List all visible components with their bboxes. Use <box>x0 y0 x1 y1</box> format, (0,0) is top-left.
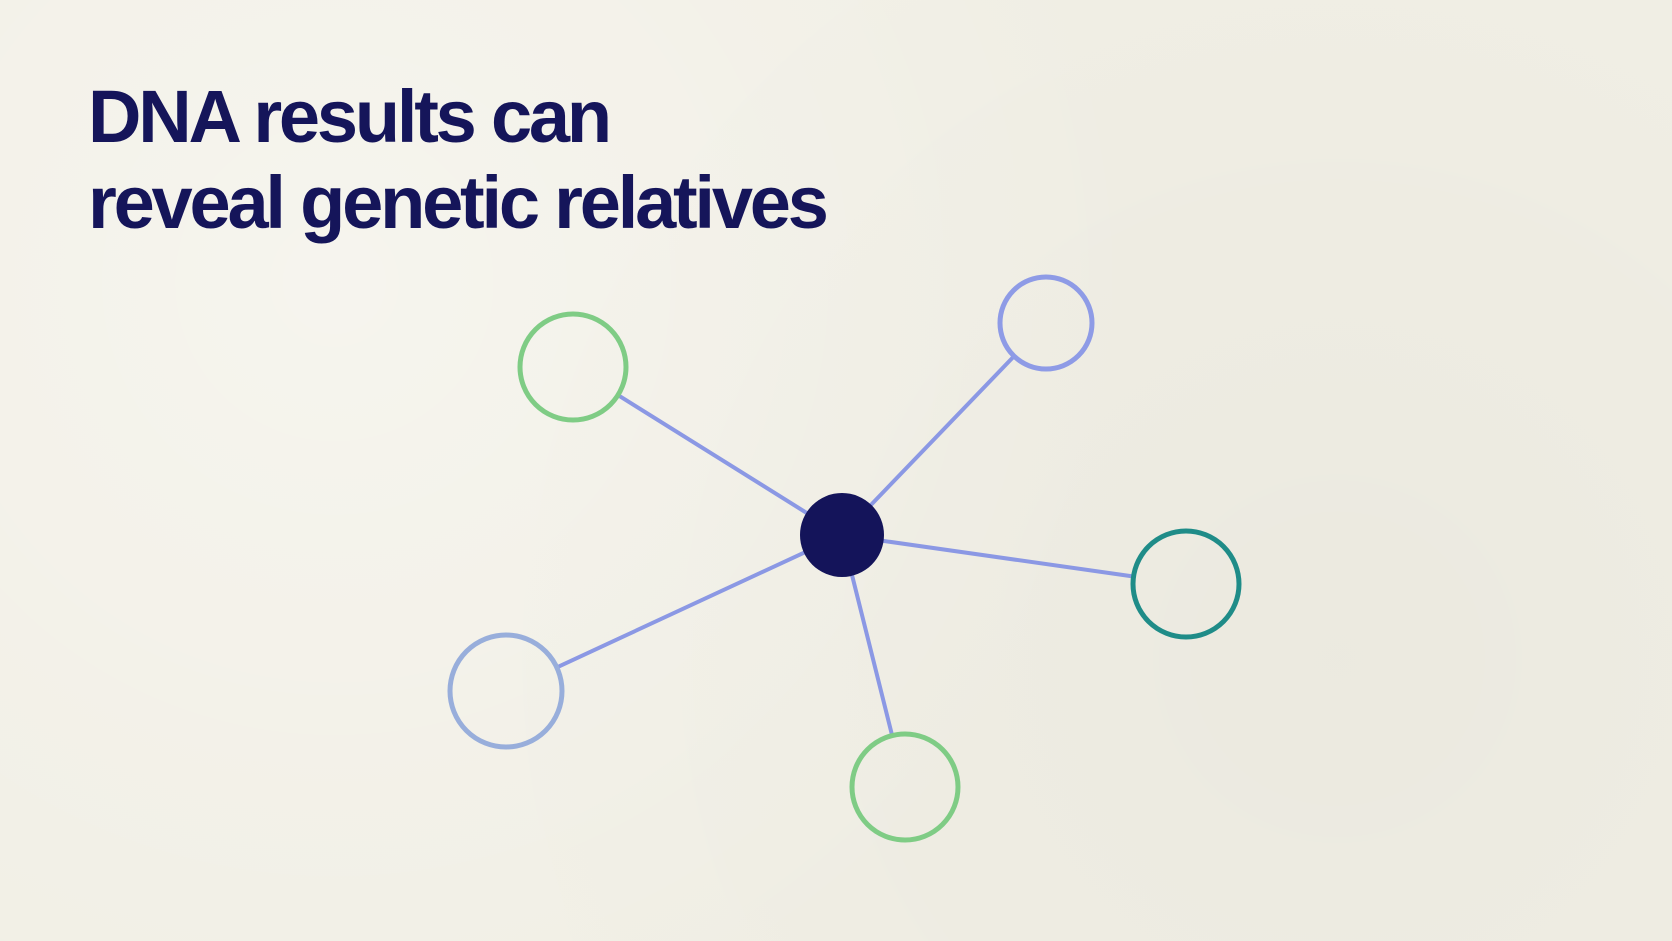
edge-to-relative-node-bottom <box>849 569 895 738</box>
headline-line-2: reveal genetic relatives <box>88 161 829 244</box>
edge-to-relative-node-lower-left <box>554 549 810 670</box>
nodes-group <box>447 274 1242 843</box>
edge-to-relative-node-right <box>877 538 1136 579</box>
person-node <box>800 493 884 577</box>
headline-line-1: DNA results can <box>88 75 612 158</box>
relative-node-bottom <box>849 731 961 843</box>
edge-to-relative-node-upper-right <box>866 354 1017 510</box>
relative-node-right <box>1130 528 1242 640</box>
headline: DNA results can reveal genetic relatives <box>88 74 988 246</box>
relative-node-lower-left <box>447 632 565 750</box>
edges-group <box>554 354 1136 738</box>
relative-node-upper-right <box>997 274 1095 372</box>
relative-node-upper-left <box>517 311 629 423</box>
edge-to-relative-node-upper-left <box>615 393 812 517</box>
